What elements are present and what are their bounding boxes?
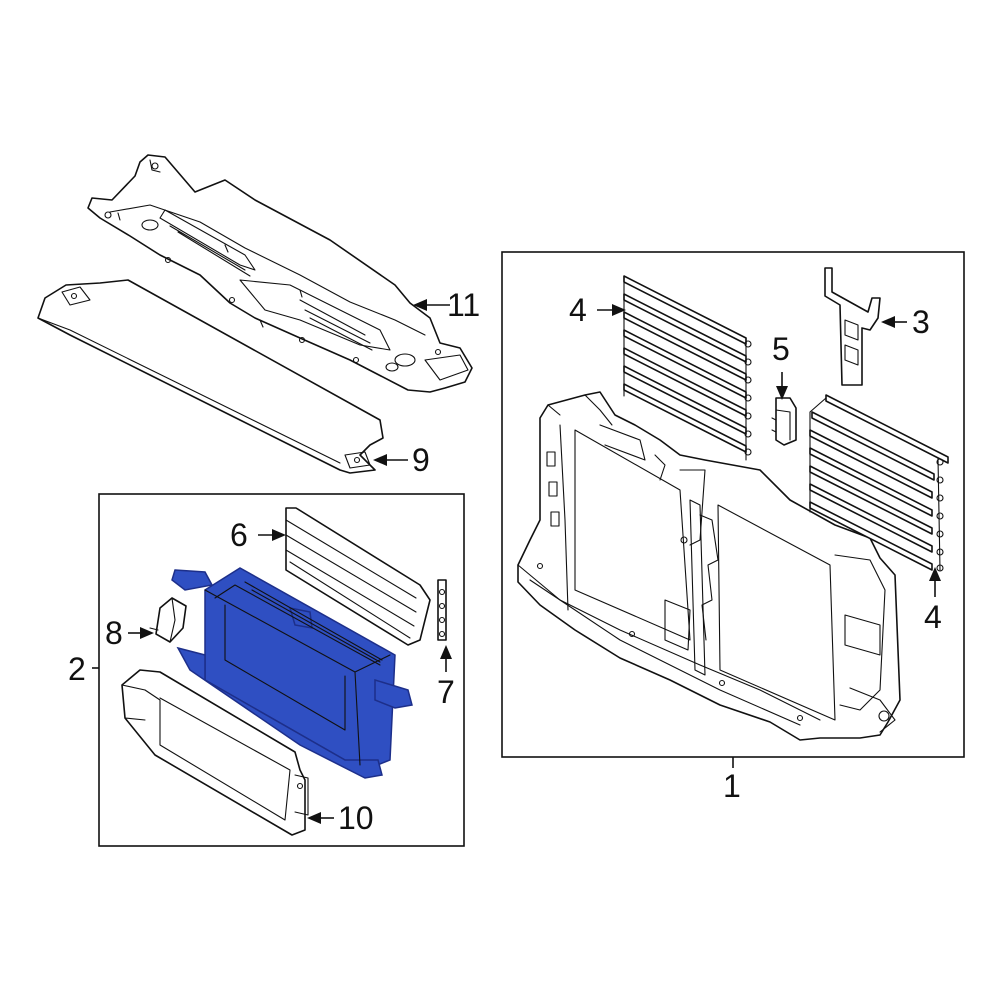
part-11-upper-cover[interactable] xyxy=(87,154,473,393)
callout-4-lower: 4 xyxy=(924,599,942,635)
housing-bottom-flange xyxy=(176,646,383,779)
part-4-lower-shutter[interactable] xyxy=(809,394,949,572)
housing-right-tab xyxy=(374,678,413,709)
part-2-shutter-housing[interactable] xyxy=(171,567,413,779)
part-3-bracket[interactable] xyxy=(824,267,881,386)
part-5-actuator[interactable] xyxy=(771,397,797,446)
callout-9: 9 xyxy=(412,442,430,478)
callout-11: 11 xyxy=(447,287,480,323)
callout-1: 1 xyxy=(723,768,741,804)
part-1-radiator-support[interactable] xyxy=(517,391,901,741)
callout-3: 3 xyxy=(912,304,930,340)
callout-5: 5 xyxy=(772,331,790,367)
part-9-air-deflector[interactable] xyxy=(37,279,384,474)
group-2-frame-box xyxy=(98,493,465,847)
part-6-shutter[interactable] xyxy=(285,507,431,646)
callout-labels: 11 9 4 4 3 5 6 7 8 2 10 1 xyxy=(68,287,942,836)
callout-8: 8 xyxy=(105,615,123,651)
callout-6: 6 xyxy=(230,517,248,553)
callout-4-upper: 4 xyxy=(569,292,587,328)
part-10-lower-frame[interactable] xyxy=(121,669,309,836)
part-7-seal[interactable] xyxy=(437,579,447,641)
housing-left-tab xyxy=(171,569,214,591)
part-4-upper-shutter[interactable] xyxy=(623,275,752,461)
leader-lines xyxy=(92,299,941,824)
callout-10: 10 xyxy=(338,800,374,836)
callout-7: 7 xyxy=(437,674,455,710)
part-8-motor[interactable] xyxy=(149,597,187,643)
callout-2: 2 xyxy=(68,651,86,687)
